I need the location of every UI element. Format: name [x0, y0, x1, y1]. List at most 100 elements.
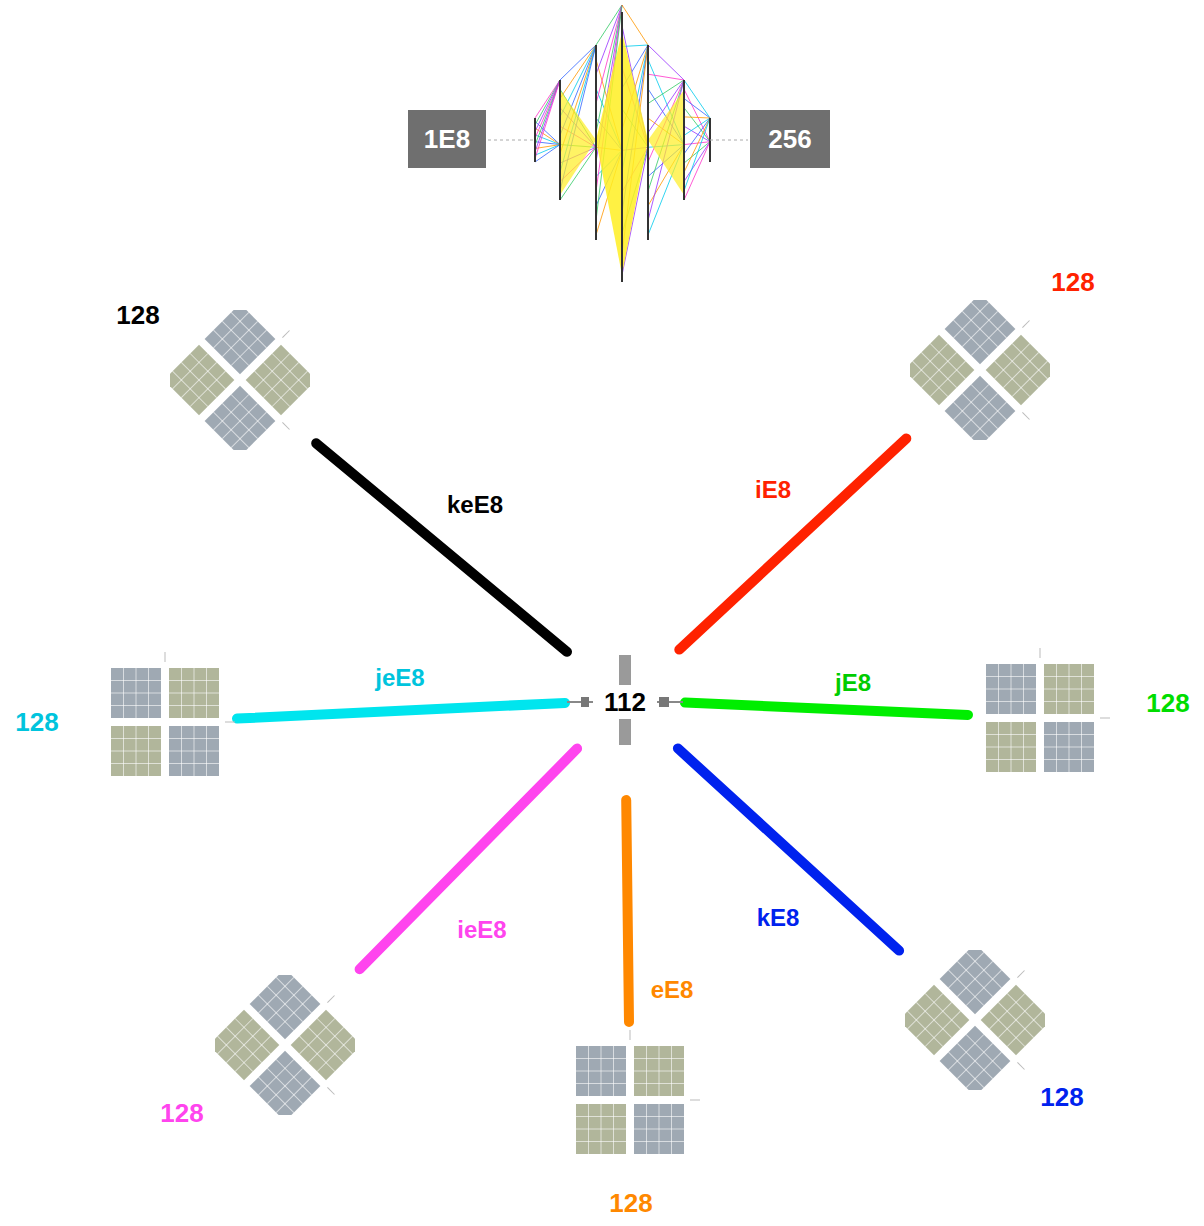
tile-lead [1017, 971, 1024, 978]
board-cluster-picture [170, 310, 310, 450]
link-label: iE8 [752, 476, 794, 504]
board-tile [205, 386, 276, 450]
board-cluster: 128 [970, 648, 1110, 788]
tile-grid [267, 1068, 302, 1103]
tile-grid [1044, 759, 1094, 760]
box-number: 256 [768, 124, 811, 155]
tile-grid [299, 1036, 334, 1071]
board-cluster-picture [95, 652, 235, 792]
tile-grid [267, 986, 302, 1021]
tile-grid [966, 970, 1001, 1005]
cluster-count: 128 [116, 302, 159, 328]
yellow-wedge [560, 90, 596, 195]
link-line [678, 748, 899, 950]
tile-grid [308, 1027, 343, 1062]
icon-block [581, 697, 589, 707]
tile-grid [111, 751, 161, 752]
tile-grid [916, 1002, 951, 1037]
tile-lead [165, 652, 166, 662]
tile-lead [1100, 718, 1110, 719]
number-box: 1E8 [408, 110, 486, 168]
yellow-wedge [648, 90, 684, 195]
tile-grid [921, 352, 956, 387]
board-cluster-picture [970, 648, 1110, 788]
tile-grid [953, 402, 988, 437]
tile-grid [957, 961, 992, 996]
cluster-count: 128 [1146, 690, 1189, 716]
board-tile [250, 1051, 321, 1115]
box-number: 1E8 [424, 124, 470, 155]
number-box: 256 [750, 110, 830, 168]
board-cluster-picture [560, 1030, 700, 1170]
board-cluster: 128 [560, 1030, 700, 1170]
tile-grid [576, 1083, 626, 1084]
board-tile [986, 722, 1036, 772]
link-line [237, 703, 565, 719]
tile-grid [272, 371, 307, 406]
tile-grid [231, 412, 266, 447]
tile-grid [998, 1002, 1033, 1037]
tile-grid [267, 986, 302, 1021]
board-group [170, 310, 310, 450]
link-label: keE8 [444, 491, 506, 519]
network-stroke [684, 142, 710, 182]
network-stroke [648, 74, 684, 80]
tile-lead [225, 722, 235, 723]
tile-grid [576, 1071, 626, 1072]
tile-grid [111, 693, 161, 694]
board-cluster: 128 [95, 652, 235, 792]
link-label: eE8 [648, 976, 697, 1004]
tile-grid [222, 403, 257, 438]
tile-lead [1022, 412, 1029, 419]
tile-grid [148, 668, 149, 718]
tile-grid [217, 1036, 252, 1071]
tile-grid [916, 1002, 951, 1037]
tile-lead [1040, 648, 1041, 658]
link-label: jeE8 [372, 664, 427, 692]
tile-grid [308, 1027, 343, 1062]
tile-grid [254, 371, 289, 406]
tile-grid [576, 1129, 626, 1130]
tile-grid [226, 1027, 261, 1062]
tile-grid [986, 759, 1036, 760]
tile-grid [998, 1002, 1033, 1037]
tile-grid [169, 751, 219, 752]
link-line [679, 439, 906, 650]
tile-grid [190, 371, 225, 406]
tile-grid [1081, 722, 1082, 772]
tile-grid [169, 763, 219, 764]
tile-grid [986, 701, 1036, 702]
tile-grid [181, 362, 216, 397]
tile-grid [181, 362, 216, 397]
tile-grid [111, 705, 161, 706]
tile-grid [206, 726, 207, 776]
board-tile [634, 1046, 684, 1096]
tile-grid [576, 1141, 626, 1142]
tile-lead [327, 996, 334, 1003]
tile-grid [613, 1104, 614, 1154]
tile-lead [282, 422, 289, 429]
tile-grid [222, 321, 257, 356]
link-label: jE8 [832, 669, 874, 697]
network-stroke [622, 45, 648, 47]
tile-grid [962, 311, 997, 346]
network-stroke [535, 145, 560, 162]
tile-lead [1017, 1062, 1024, 1069]
tile-grid [1023, 722, 1024, 772]
network-stroke [684, 117, 710, 118]
tile-grid [231, 330, 266, 365]
tile-lead [282, 331, 289, 338]
cluster-count: 128 [1040, 1084, 1083, 1110]
tile-grid [1003, 352, 1038, 387]
board-tile [1044, 664, 1094, 714]
tile-lead [1022, 321, 1029, 328]
board-group [576, 1030, 700, 1154]
link-line [685, 703, 968, 715]
cluster-count: 128 [609, 1190, 652, 1216]
board-group [905, 950, 1045, 1090]
tile-grid [971, 402, 1006, 437]
icon-bar [619, 719, 631, 745]
link-line [316, 443, 567, 652]
tile-grid [235, 1036, 270, 1071]
tile-grid [948, 970, 983, 1005]
